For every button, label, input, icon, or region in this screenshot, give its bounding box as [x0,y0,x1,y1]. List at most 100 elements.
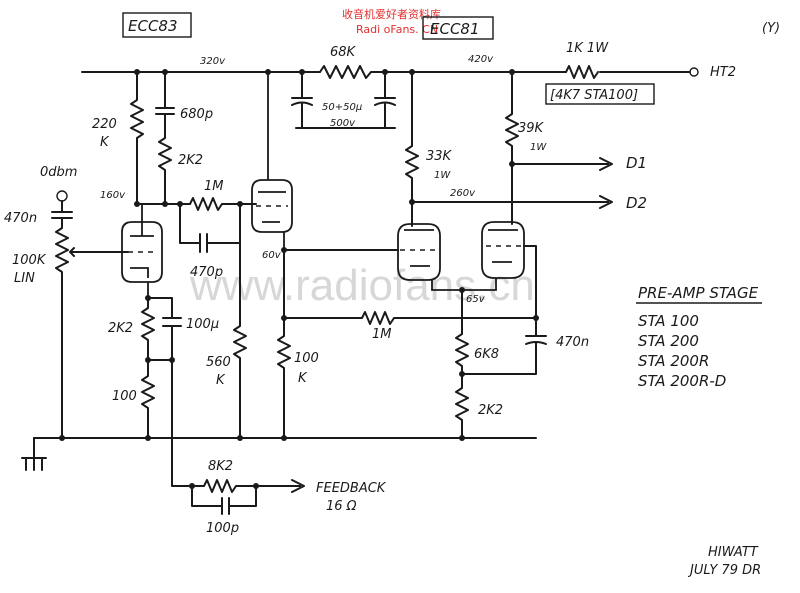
label-100-cathode: 100 [112,389,137,404]
label-2k2-b: 2K2 [478,403,503,418]
resistor-2k2-b [455,373,469,439]
label-2k2-decouple: 2K2 [178,153,203,168]
notes-model-2: STA 200 [638,332,699,350]
ht2-label: HT2 [710,65,736,80]
pot-wiper [69,247,111,257]
label-39k-1w: 1W [530,142,547,153]
cap-470p [179,203,241,253]
node-dot [134,201,140,207]
label-16-ohm: 16 Ω [326,499,357,514]
label-6k8: 6K8 [474,347,499,362]
label-4k7-sta100: [4K7 STA100] [550,88,638,103]
ground-symbol [21,437,47,471]
notes-model-1: STA 100 [638,312,699,330]
watermark-site-cn: 收音机爱好者资料库 [342,7,441,21]
node-dot [59,435,65,441]
notes-model-4: STA 200R-D [638,372,726,390]
label-0dbm: 0dbm [40,165,77,180]
label-feedback: FEEDBACK [316,481,387,496]
node-dot [237,435,243,441]
notes-title: PRE-AMP STAGE [638,284,759,302]
label-2k2-cathode: 2K2 [108,321,133,336]
rail-voltage-320: 320v [200,56,226,67]
label-d2: D2 [626,194,647,212]
label-60v: 60v [262,250,282,261]
label-1k-1w: 1K 1W [566,41,609,56]
resistor-68k [319,65,376,79]
label-33k-1w: 1W [434,170,451,181]
tube-v2a-cathode [410,265,462,291]
d1-wire [511,157,613,171]
tube-v1b-plate [258,72,286,193]
label-100u: 100μ [186,317,219,332]
label-33k: 33K [426,149,453,164]
label-220: 220 [92,117,117,132]
label-100-k-unit: K [298,371,308,386]
label-pot-lin: LIN [14,271,35,286]
resistor-8k2 [191,479,305,493]
label-560-k: K [216,373,226,388]
node-dot [509,161,515,167]
page-number: (Y) [762,21,780,36]
input-terminal [56,190,68,202]
label-1m: 1M [204,179,224,194]
filter-cap-1 [291,71,313,129]
resistor-220k [130,71,144,205]
label-260v: 260v [450,188,476,199]
label-560: 560 [206,355,231,370]
node-dot [162,201,168,207]
label-68k: 68K [330,45,357,60]
tube-v1a-envelope [121,221,163,283]
node-dot [459,435,465,441]
notes-model-3: STA 200R [638,352,709,370]
label-100-k: 100 [294,351,319,366]
tube-v2b-envelope [481,221,525,279]
ht2-terminal [689,67,699,77]
label-500v: 500v [330,118,356,129]
signature-hiwatt: HIWATT [708,545,759,560]
tube-label-ecc83: ECC83 [128,17,178,35]
watermark-site-en: Radi oFans. CN [356,23,438,36]
watermark-center: www.radiofans.cn [189,261,535,310]
signature-date: JULY 79 DR [687,563,761,578]
tube-label-box-ecc83 [122,12,192,38]
resistor-6k8 [455,289,469,375]
alt-value-box [545,83,655,105]
resistor-2k2-cathode [141,297,173,361]
v2b-grid-wire [523,245,537,335]
tube-v2b-cathode [462,261,512,291]
label-680p: 680p [180,107,213,122]
node-dot [145,435,151,441]
label-d1: D1 [626,154,647,172]
label-8k2: 8K2 [208,459,233,474]
label-160v: 160v [100,190,126,201]
cap-100p-fb [191,485,257,515]
cap-680p [155,71,175,205]
node-dot [533,315,539,321]
d2-wire [411,195,613,209]
resistor-39k [505,71,519,225]
feedback-wire [171,437,193,487]
label-1m-b: 1M [372,327,392,342]
rail-voltage-420: 420v [468,54,494,65]
node-dot [169,357,175,363]
label-50-50u: 50+50μ [322,102,362,113]
tube-label-ecc81: ECC81 [430,20,480,38]
resistor-100k [277,249,291,439]
label-470p: 470p [190,265,223,280]
label-39k: 39K [518,121,545,136]
resistor-100-cathode [141,359,155,439]
resistor-560k [233,203,247,439]
input-cap-470n [51,200,73,439]
label-100p-fb: 100p [206,521,239,536]
node-dot [253,483,259,489]
filter-cap-2 [301,71,396,129]
label-100k-pot: 100K [12,253,47,268]
tube-v1a-plate [130,204,154,237]
label-65v: 65v [466,294,486,305]
label-220-k: K [100,135,110,150]
resistor-33k [405,71,419,227]
label-470n-in: 470n [4,211,37,226]
cathode-wire [147,297,182,439]
tube-v1b-envelope [251,179,293,233]
